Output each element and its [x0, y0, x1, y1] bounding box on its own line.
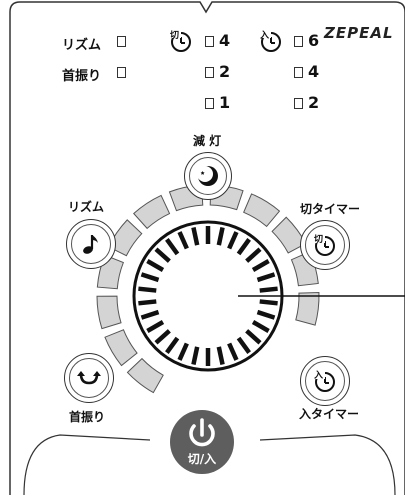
off-timer-icon: 切: [314, 234, 335, 256]
dial-tick-marks: [138, 226, 278, 366]
off-timer-2h-value: 2: [219, 62, 231, 81]
dial-tick: [216, 346, 225, 365]
dimmer-button-label: 減 灯: [193, 134, 222, 148]
dial-tick: [140, 309, 160, 320]
dial-tick: [259, 299, 278, 306]
swing-arrows-icon: [77, 371, 101, 385]
swing-indicator-lamp: [117, 67, 126, 78]
dimmer-button[interactable]: [184, 152, 232, 200]
swing-indicator-label: 首振り: [62, 69, 102, 84]
speed-level-segment: [96, 295, 122, 330]
power-icon: [189, 418, 215, 447]
dial-tick: [146, 259, 165, 272]
dial-tick: [177, 231, 189, 250]
on-timer-2h-lamp: [294, 98, 303, 109]
on-timer-4h-lamp: [294, 67, 303, 78]
dial-tick: [154, 329, 171, 345]
dial-tick: [138, 299, 157, 306]
music-note-icon: [83, 235, 98, 254]
dial-tick: [138, 286, 157, 293]
speed-level-segment: [104, 329, 138, 367]
speed-level-segment: [243, 193, 281, 228]
dial-tick: [165, 336, 180, 354]
on-timer-6h-lamp: [294, 36, 303, 47]
dial-tick: [227, 231, 239, 250]
svg-text:切: 切: [314, 234, 323, 245]
speed-level-ring: [96, 184, 320, 394]
speed-level-segment: [295, 291, 320, 326]
rhythm-button-label: リズム: [68, 200, 105, 214]
dial-tick: [165, 238, 180, 256]
rhythm-button[interactable]: [66, 219, 116, 269]
dial-tick: [256, 272, 276, 283]
dial-tick: [259, 286, 278, 293]
rhythm-indicator-lamp: [117, 36, 126, 47]
moon-icon: [197, 166, 218, 186]
dial-tick: [245, 247, 262, 263]
on-timer-icon: 入: [313, 370, 335, 392]
svg-text:入: 入: [259, 30, 269, 41]
power-button-label: 切/入: [187, 452, 217, 466]
on-timer-indicator-icon: 入: [259, 30, 281, 52]
on-timer-2h-value: 2: [308, 93, 320, 112]
off-timer-indicator-icon: 切: [170, 30, 191, 52]
off-timer-button-label: 切タイマー: [300, 202, 361, 216]
power-button[interactable]: 切/入: [170, 410, 234, 474]
off-timer-button[interactable]: 切: [300, 220, 350, 270]
swing-button[interactable]: [64, 353, 114, 403]
on-timer-6h-value: 6: [308, 31, 320, 50]
svg-text:切: 切: [170, 30, 179, 41]
off-timer-1h-lamp: [205, 98, 214, 109]
speed-level-segment: [133, 194, 171, 230]
rhythm-indicator-label: リズム: [62, 38, 102, 53]
svg-text:入: 入: [313, 370, 323, 381]
dial-tick: [177, 342, 189, 361]
speed-level-segment: [271, 216, 307, 254]
brand-logo: ZEPEAL: [324, 24, 394, 42]
dial-tick: [154, 247, 171, 263]
dial-tick: [236, 336, 251, 354]
dial-tick: [227, 342, 239, 361]
off-timer-4h-lamp: [205, 36, 214, 47]
dial-tick: [245, 329, 262, 345]
swing-button-label: 首振り: [69, 410, 106, 424]
dial-tick: [146, 320, 165, 333]
dial-tick: [216, 227, 225, 246]
dial-tick: [236, 238, 251, 256]
on-timer-4h-value: 4: [308, 62, 320, 81]
dial-tick: [251, 320, 270, 333]
dial-tick: [251, 259, 270, 272]
dial-tick: [256, 309, 276, 320]
off-timer-1h-value: 1: [219, 93, 231, 112]
speed-level-segment: [126, 357, 164, 394]
off-timer-2h-lamp: [205, 67, 214, 78]
dial-tick: [191, 227, 200, 246]
dial-tick: [140, 272, 160, 283]
on-timer-button-label: 入タイマー: [299, 407, 360, 421]
off-timer-4h-value: 4: [219, 31, 231, 50]
on-timer-button[interactable]: 入: [300, 356, 350, 406]
dial-tick: [191, 346, 200, 365]
